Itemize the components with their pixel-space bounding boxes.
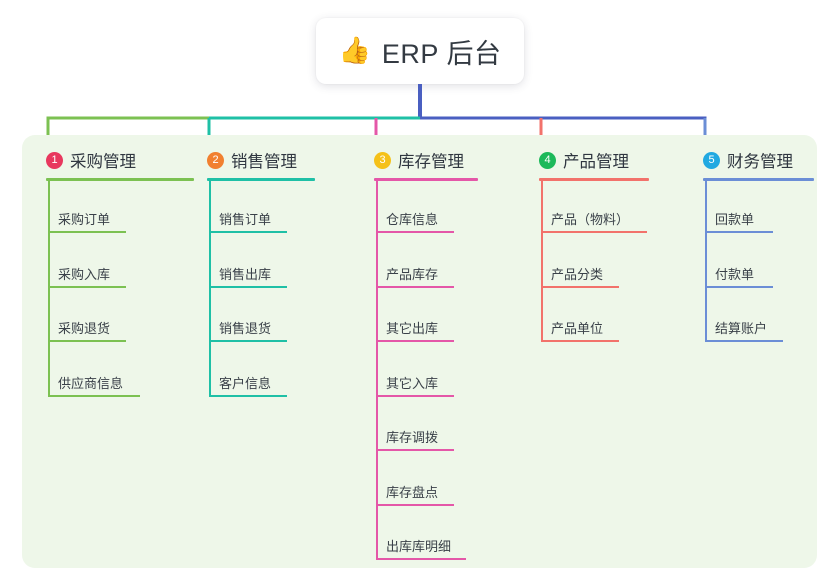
leaf-underline <box>48 340 126 342</box>
branch-underline-1 <box>46 178 194 181</box>
leaf-underline <box>209 340 287 342</box>
root-node[interactable]: 👍 ERP 后台 <box>316 18 524 84</box>
branch-number-badge-3: 3 <box>374 151 391 169</box>
leaf-underline <box>209 394 287 397</box>
leaf-node[interactable]: 其它入库 <box>376 367 454 397</box>
leaf-node[interactable]: 其它出库 <box>376 312 454 342</box>
leaf-underline <box>376 285 454 288</box>
branch-underline-3 <box>374 178 478 181</box>
thumbs-up-icon: 👍 <box>338 36 371 66</box>
leaf-label: 出库库明细 <box>386 539 452 554</box>
leaf-node[interactable]: 产品单位 <box>541 312 619 342</box>
leaf-label: 销售订单 <box>219 212 272 227</box>
leaf-node[interactable]: 出库库明细 <box>376 530 466 560</box>
branch-number-badge-2: 2 <box>207 151 224 169</box>
branch-header-1[interactable]: 1 采购管理 <box>46 148 136 172</box>
root-title: ERP 后台 <box>381 38 502 69</box>
leaf-node[interactable]: 结算账户 <box>705 312 783 342</box>
leaf-underline <box>376 503 454 506</box>
leaf-node[interactable]: 采购订单 <box>48 203 126 233</box>
leaf-label: 销售退货 <box>219 321 272 336</box>
branch-underline-2 <box>207 178 315 181</box>
branch-title-3: 库存管理 <box>398 153 464 171</box>
branch-header-5[interactable]: 5 财务管理 <box>703 148 793 172</box>
leaf-node[interactable]: 销售订单 <box>209 203 287 233</box>
leaf-node[interactable]: 产品（物料） <box>541 203 647 233</box>
leaf-underline <box>48 231 126 233</box>
branch-number-badge-5: 5 <box>703 151 720 169</box>
leaf-node[interactable]: 库存盘点 <box>376 476 454 506</box>
leaf-label: 其它入库 <box>386 375 439 391</box>
leaf-node[interactable]: 库存调拨 <box>376 421 454 451</box>
branch-header-2[interactable]: 2 销售管理 <box>207 148 297 172</box>
leaf-underline <box>209 231 287 233</box>
leaf-underline <box>705 231 773 233</box>
branch-stem-3 <box>376 178 378 560</box>
leaf-node[interactable]: 供应商信息 <box>48 367 140 397</box>
branch-stem-4 <box>541 178 543 342</box>
branch-title-4: 产品管理 <box>563 153 629 171</box>
leaf-label: 库存调拨 <box>386 430 439 445</box>
leaf-underline <box>705 285 773 288</box>
branch-header-3[interactable]: 3 库存管理 <box>374 148 464 172</box>
leaf-label: 回款单 <box>715 212 755 227</box>
leaf-underline <box>705 340 783 342</box>
branch-number-badge-4: 4 <box>539 151 556 169</box>
branch-title-1: 采购管理 <box>70 153 136 171</box>
leaf-label: 供应商信息 <box>58 375 124 391</box>
leaf-label: 采购退货 <box>58 321 111 336</box>
leaf-underline <box>209 285 287 288</box>
branch-underline-5 <box>703 178 814 181</box>
leaf-node[interactable]: 仓库信息 <box>376 203 454 233</box>
leaf-node[interactable]: 采购入库 <box>48 258 126 288</box>
root-node-content: 👍 ERP 后台 <box>339 32 502 71</box>
leaf-node[interactable]: 产品分类 <box>541 258 619 288</box>
leaf-label: 产品库存 <box>386 266 439 282</box>
leaf-label: 产品（物料） <box>551 212 630 227</box>
branches-panel <box>22 135 817 568</box>
leaf-underline <box>376 340 454 342</box>
leaf-label: 采购入库 <box>58 266 111 282</box>
leaf-label: 产品分类 <box>551 266 604 282</box>
branch-header-4[interactable]: 4 产品管理 <box>539 148 629 172</box>
leaf-underline <box>541 340 619 342</box>
leaf-label: 其它出库 <box>386 321 439 336</box>
branch-stem-5 <box>705 178 707 342</box>
leaf-label: 结算账户 <box>715 321 768 336</box>
leaf-node[interactable]: 回款单 <box>705 203 773 233</box>
branch-underline-4 <box>539 178 649 181</box>
leaf-underline <box>48 394 140 397</box>
leaf-node[interactable]: 销售退货 <box>209 312 287 342</box>
leaf-underline <box>541 231 647 233</box>
leaf-underline <box>541 285 619 288</box>
leaf-label: 采购订单 <box>58 212 111 227</box>
leaf-label: 库存盘点 <box>386 484 439 500</box>
branch-number-badge-1: 1 <box>46 151 63 169</box>
leaf-node[interactable]: 销售出库 <box>209 258 287 288</box>
leaf-node[interactable]: 产品库存 <box>376 258 454 288</box>
leaf-label: 仓库信息 <box>386 212 439 227</box>
leaf-node[interactable]: 付款单 <box>705 258 773 288</box>
branch-title-2: 销售管理 <box>231 153 297 171</box>
leaf-underline <box>376 394 454 397</box>
leaf-label: 销售出库 <box>219 266 272 282</box>
leaf-label: 客户信息 <box>219 375 272 391</box>
leaf-underline <box>376 449 454 451</box>
leaf-underline <box>376 558 466 560</box>
leaf-underline <box>376 231 454 233</box>
leaf-label: 产品单位 <box>551 321 604 336</box>
leaf-node[interactable]: 客户信息 <box>209 367 287 397</box>
branch-title-5: 财务管理 <box>727 153 793 171</box>
leaf-underline <box>48 285 126 288</box>
leaf-node[interactable]: 采购退货 <box>48 312 126 342</box>
leaf-label: 付款单 <box>715 266 755 282</box>
